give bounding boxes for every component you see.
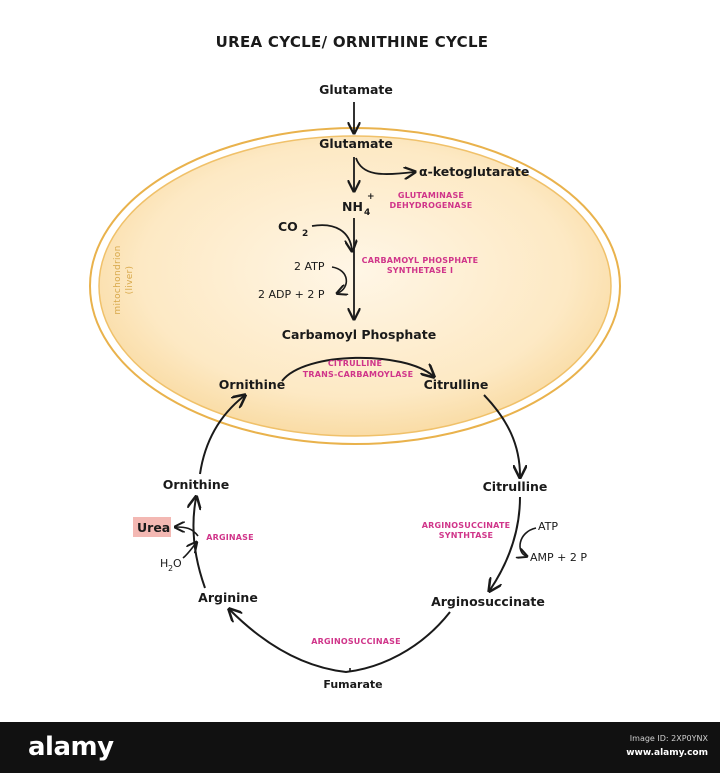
urea-label: Urea	[137, 520, 170, 535]
site-url-text: www.alamy.com	[626, 748, 708, 758]
atp-adp-arrow	[331, 266, 346, 293]
cps-enzyme-line1: CARBAMOYL PHOSPHATE	[362, 256, 479, 265]
otc-enzyme-line1: CITRULLINE	[328, 359, 382, 368]
diagram-title: UREA CYCLE/ ORNITHINE CYCLE	[216, 33, 489, 51]
svg-text:NH: NH	[342, 199, 363, 214]
svg-text:CO: CO	[278, 219, 298, 234]
amp-label: AMP + 2 P	[530, 551, 587, 564]
arginase-enzyme: ARGINASE	[206, 533, 254, 542]
svg-text:2: 2	[168, 564, 173, 573]
ketoglutarate-label: α-ketoglutarate	[419, 164, 529, 179]
argininosuccinate-label: Arginosuccinate	[431, 594, 545, 609]
svg-text:H: H	[160, 557, 168, 570]
mitochondrion: mitochondrion (liver)	[89, 127, 621, 445]
ammonium-label: NH 4 +	[342, 192, 375, 218]
glutamate-top-label: Glutamate	[319, 82, 393, 97]
co2-input-arrow	[311, 224, 352, 250]
glutamate-label: Glutamate	[319, 136, 393, 151]
adp-label: 2 ADP + 2 P	[258, 288, 325, 301]
svg-text:+: +	[367, 192, 375, 202]
asl-enzyme: ARGINOSUCCINASE	[311, 637, 400, 646]
otc-enzyme-line2: TRANS-CARBAMOYLASE	[303, 370, 413, 379]
urea-cycle-ring	[193, 356, 520, 674]
atp-2-label: 2 ATP	[294, 260, 325, 273]
ornithine-mito-label: Ornithine	[219, 377, 286, 392]
urea-highlight	[133, 517, 171, 537]
citrulline-label: Citrulline	[483, 479, 548, 494]
carbamoyl-phosphate-label: Carbamoyl Phosphate	[282, 327, 436, 342]
glutaminase-enzyme-line1: GLUTAMINASE	[398, 191, 464, 200]
cps-enzyme-line2: SYNTHETASE I	[387, 266, 453, 275]
citrulline-mito-label: Citrulline	[424, 377, 489, 392]
fumarate-label: Fumarate	[323, 678, 382, 691]
glutamate-to-ketoglutarate-arrow	[355, 157, 414, 174]
ass-enzyme-line2: SYNTHTASE	[439, 531, 493, 540]
image-id-text: Image ID: 2XP0YNX	[629, 734, 708, 743]
svg-text:O: O	[173, 557, 182, 570]
svg-text:4: 4	[364, 208, 370, 218]
water-input-arrow	[182, 543, 196, 559]
glutaminase-enzyme-line2: DEHYDROGENASE	[390, 201, 473, 210]
co2-label: CO 2	[278, 219, 308, 239]
mitochondrion-label: mitochondrion	[113, 245, 123, 314]
atp-amp-arrow	[520, 527, 537, 556]
svg-text:2: 2	[302, 229, 308, 239]
arginine-label: Arginine	[198, 590, 258, 605]
watermark-footer: alamy Image ID: 2XP0YNX www.alamy.com	[0, 722, 720, 773]
atp-label: ATP	[538, 520, 558, 533]
ornithine-label: Ornithine	[163, 477, 230, 492]
alamy-logo: alamy	[28, 732, 114, 762]
water-label: H 2 O	[160, 557, 182, 573]
ass-enzyme-line1: ARGINOSUCCINATE	[422, 521, 511, 530]
mitochondrion-sublabel: (liver)	[125, 266, 135, 295]
urea-release-arrow	[176, 527, 199, 537]
